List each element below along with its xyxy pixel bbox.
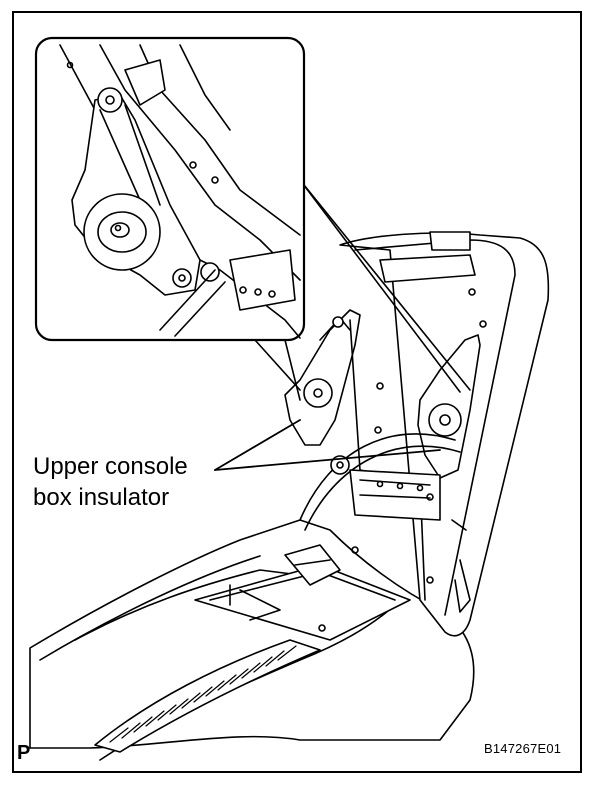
grip-strip [94, 639, 321, 753]
callout-leaders [214, 419, 441, 471]
figure-code: B147267E01 [484, 741, 562, 756]
left-hinge-plate [284, 309, 361, 446]
corner-mark: P [17, 742, 31, 764]
storage-tray [194, 564, 411, 641]
left-hinge-bolt [332, 316, 344, 328]
link-pivot [330, 455, 350, 475]
right-hinge-pivot [428, 403, 462, 437]
inset-detail [34, 36, 471, 401]
left-hinge-pivot [303, 378, 333, 408]
console-base [29, 519, 475, 749]
inset-link-pivot [200, 262, 220, 282]
inset-lower-pivot [172, 268, 192, 288]
callout-label-line2: box insulator [33, 484, 170, 511]
callout-label-line1: Upper console [33, 453, 188, 480]
inset-top-pivot [97, 87, 123, 113]
console-assembly [29, 231, 550, 761]
